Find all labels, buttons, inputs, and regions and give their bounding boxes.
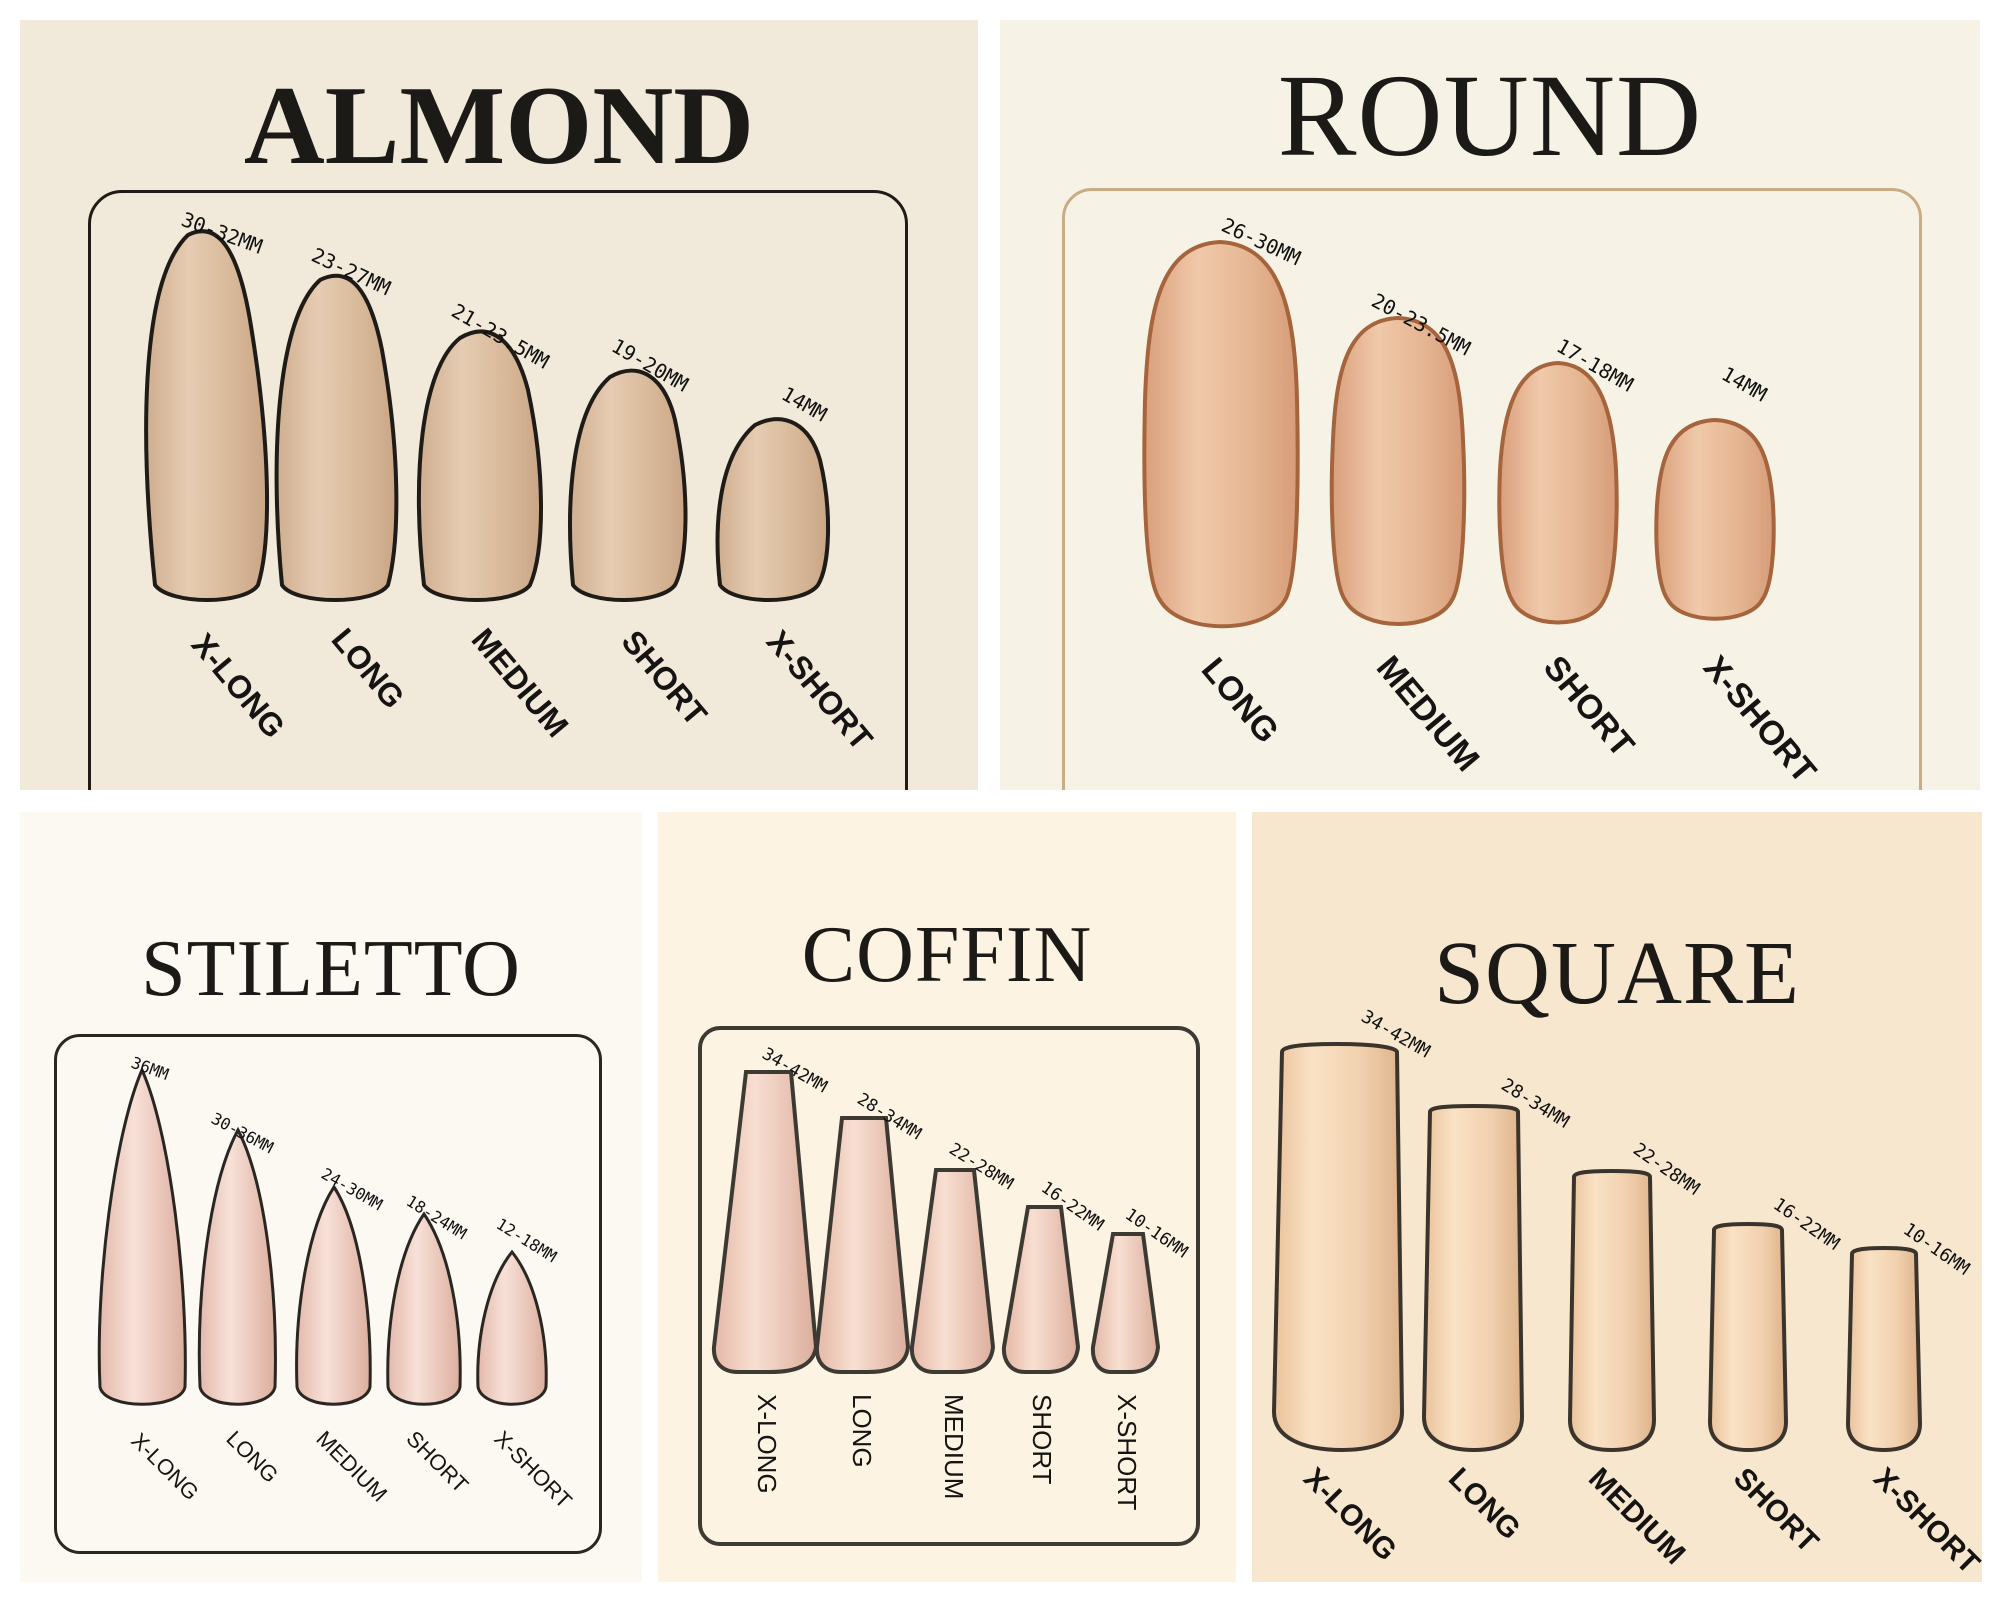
square-nail-long-icon: [1421, 1103, 1525, 1453]
round-panel: ROUND 26-30MM 20-23.5MM 17-18MM 14MM LON…: [1000, 20, 1980, 790]
panel-title-almond: ALMOND: [243, 64, 755, 188]
almond-nail-xlong-icon: [144, 229, 270, 602]
stiletto-nail-medium-icon: [295, 1184, 372, 1406]
stiletto-size-xlong: X-LONG: [126, 1428, 203, 1505]
panel-title-coffin: COFFIN: [801, 911, 1093, 999]
stiletto-chart-frame: [54, 1034, 602, 1554]
coffin-size-medium: MEDIUM: [939, 1394, 969, 1499]
round-nail-xshort-icon: [1654, 417, 1776, 621]
round-nails: 26-30MM 20-23.5MM 17-18MM 14MM LONG MEDI…: [1142, 213, 1824, 790]
stiletto-nail-short-icon: [386, 1211, 462, 1406]
stiletto-nails: 36MM 30-36MM 24-30MM 18-24MM 12-18MM X-L…: [97, 1053, 577, 1513]
stiletto-length-xshort: 12-18MM: [493, 1214, 560, 1266]
coffin-size-long: LONG: [847, 1394, 877, 1468]
almond-nail-short-icon: [568, 368, 688, 602]
almond-nail-xshort-icon: [715, 417, 830, 602]
stiletto-size-long: LONG: [221, 1426, 283, 1488]
panel-title-square: SQUARE: [1433, 924, 1801, 1023]
stiletto-size-short: SHORT: [401, 1426, 473, 1498]
almond-nails: 30-32MM 23-27MM 21-23.5MM 19-20MM 14MM X…: [144, 207, 880, 757]
round-nail-short-icon: [1497, 360, 1619, 625]
almond-size-xlong: X-LONG: [185, 626, 293, 744]
coffin-nail-long-icon: [814, 1116, 911, 1374]
almond-chart-frame: [88, 190, 908, 790]
square-nail-xshort-icon: [1845, 1245, 1923, 1453]
round-size-short: SHORT: [1536, 649, 1642, 765]
coffin-panel: COFFIN 34-42MM 28-34MM 22-28MM 16-22MM 1…: [658, 812, 1236, 1582]
stiletto-size-xshort: X-SHORT: [489, 1426, 576, 1513]
almond-size-xshort: X-SHORT: [760, 623, 880, 757]
stiletto-size-medium: MEDIUM: [311, 1426, 392, 1507]
stiletto-nail-long-icon: [197, 1126, 277, 1406]
stiletto-nail-xshort-icon: [476, 1249, 548, 1406]
almond-size-long: LONG: [325, 621, 412, 715]
panel-title-round: ROUND: [1277, 50, 1703, 181]
almond-size-short: SHORT: [615, 623, 715, 732]
round-nail-medium-icon: [1329, 315, 1467, 626]
square-nail-xlong-icon: [1271, 1041, 1405, 1453]
square-panel: SQUARE 34-42MM 28-34MM 22-28MM 16-22MM 1…: [1252, 812, 1982, 1582]
almond-size-medium: MEDIUM: [465, 621, 576, 744]
square-size-short: SHORT: [1727, 1462, 1825, 1560]
coffin-chart-frame: [698, 1026, 1200, 1546]
round-chart-frame: [1062, 188, 1922, 790]
round-nail-long-icon: [1142, 239, 1300, 629]
coffin-size-xshort: X-SHORT: [1112, 1394, 1142, 1511]
coffin-size-xlong: X-LONG: [752, 1394, 782, 1494]
round-size-long: LONG: [1194, 651, 1286, 751]
coffin-nail-short-icon: [1001, 1205, 1081, 1374]
square-nails: 34-42MM 28-34MM 22-28MM 16-22MM 10-16MM …: [1271, 1006, 1982, 1581]
round-size-medium: MEDIUM: [1369, 649, 1487, 779]
almond-panel: ALMOND 30-32MM 23-27MM 21-23.5MM 19-20MM…: [20, 20, 978, 790]
almond-nail-long-icon: [274, 273, 399, 602]
square-size-xshort: X-SHORT: [1867, 1462, 1982, 1581]
stiletto-nail-xlong-icon: [97, 1066, 187, 1406]
stiletto-length-xlong: 36MM: [129, 1053, 172, 1084]
panel-title-stiletto: STILETTO: [141, 925, 521, 1013]
square-nail-medium-icon: [1567, 1168, 1657, 1453]
coffin-nails: 34-42MM 28-34MM 22-28MM 16-22MM 10-16MM …: [711, 1044, 1191, 1511]
almond-nail-medium-icon: [416, 329, 543, 602]
square-size-xlong: X-LONG: [1297, 1462, 1403, 1568]
stiletto-panel: STILETTO 36MM 30-36MM 24-30MM 18-24MM 12…: [20, 812, 642, 1582]
square-size-medium: MEDIUM: [1582, 1462, 1691, 1571]
coffin-nail-xshort-icon: [1090, 1232, 1161, 1374]
round-size-xshort: X-SHORT: [1696, 649, 1824, 790]
square-nail-short-icon: [1707, 1221, 1789, 1453]
coffin-size-short: SHORT: [1027, 1394, 1057, 1485]
square-size-long: LONG: [1442, 1462, 1527, 1547]
coffin-nail-medium-icon: [909, 1168, 996, 1374]
round-length-xshort: 14MM: [1718, 362, 1772, 407]
coffin-nail-xlong-icon: [711, 1070, 819, 1374]
